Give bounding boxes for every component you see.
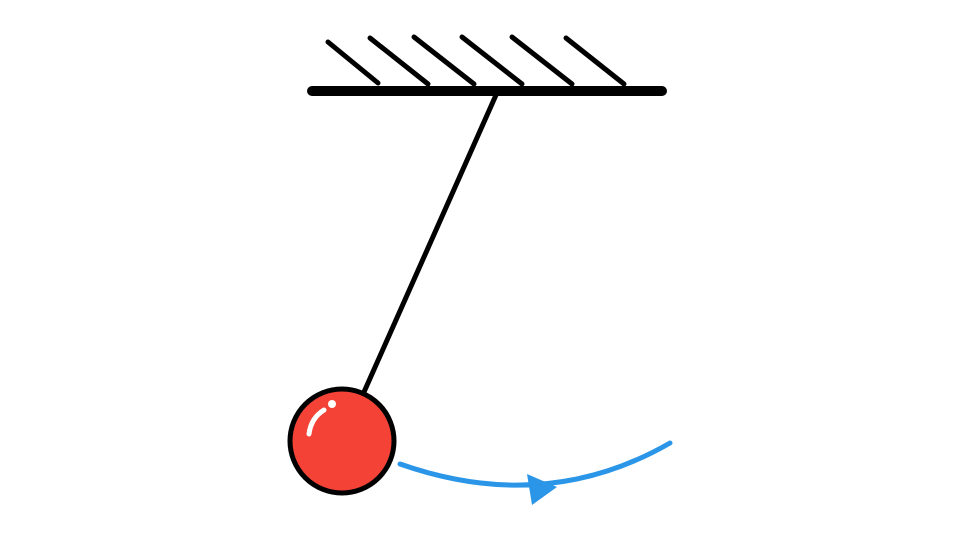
bob-highlight-arc (306, 407, 327, 437)
pendulum-bob-icon (287, 386, 397, 496)
motion-direction-arrow-icon (397, 440, 673, 505)
hatch-line (325, 39, 381, 86)
hatch-line (459, 34, 525, 87)
ceiling-hatch-icon (325, 34, 627, 87)
ceiling-support (307, 34, 667, 96)
pendulum-string (361, 92, 499, 395)
hatch-line (367, 35, 431, 87)
bob-highlight-dot (328, 400, 336, 408)
hatch-line (411, 34, 477, 87)
motion-arrowhead (527, 474, 557, 505)
hatch-line (563, 35, 627, 87)
pendulum-bob (287, 386, 397, 496)
hatch-line (509, 34, 575, 87)
